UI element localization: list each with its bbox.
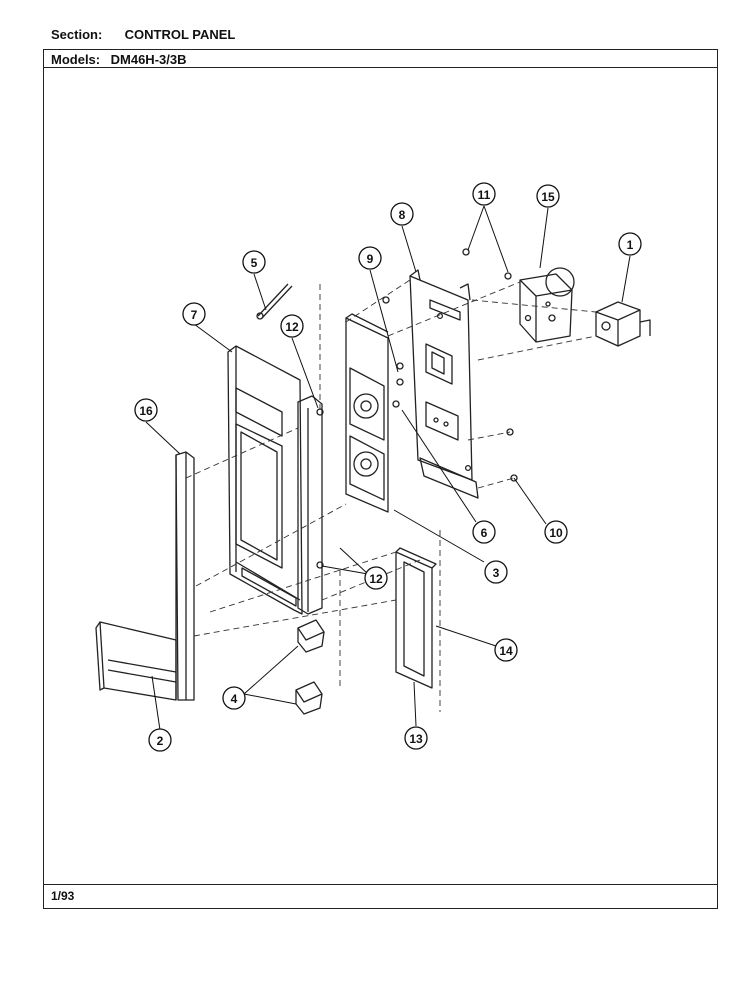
callout-5-label: 5 bbox=[251, 256, 258, 270]
callout-6-label: 6 bbox=[481, 526, 488, 540]
callout-12-lower: 12 bbox=[364, 566, 388, 590]
callout-6: 6 bbox=[472, 520, 496, 544]
callout-10-label: 10 bbox=[549, 526, 563, 540]
date-code: 1/93 bbox=[51, 889, 75, 903]
section-label: Section: bbox=[51, 27, 103, 42]
part-14-window bbox=[395, 547, 437, 689]
callout-1: 1 bbox=[618, 232, 642, 256]
callout-7: 7 bbox=[182, 302, 206, 326]
leader-lines bbox=[145, 205, 631, 731]
callout-9-label: 9 bbox=[367, 252, 374, 266]
callout-15: 15 bbox=[536, 184, 560, 208]
callout-11: 11 bbox=[472, 182, 496, 206]
callout-8: 8 bbox=[390, 202, 414, 226]
callout-10: 10 bbox=[544, 520, 568, 544]
part-3-keypad-panel bbox=[345, 313, 389, 513]
part-5-rod bbox=[256, 283, 293, 320]
callout-5: 5 bbox=[242, 250, 266, 274]
callout-12-upper-label: 12 bbox=[285, 320, 299, 334]
callout-14: 14 bbox=[494, 638, 518, 662]
callout-12-lower-label: 12 bbox=[369, 572, 383, 586]
callout-16-label: 16 bbox=[139, 404, 153, 418]
callout-16: 16 bbox=[134, 398, 158, 422]
callout-1-label: 1 bbox=[627, 238, 634, 252]
callout-4: 4 bbox=[222, 686, 246, 710]
part-12-side-strip bbox=[297, 395, 324, 615]
callout-2-label: 2 bbox=[157, 734, 164, 748]
part-16-side-trim bbox=[175, 451, 195, 701]
diagram-frame bbox=[43, 49, 718, 909]
callout-14-label: 14 bbox=[499, 644, 513, 658]
part-2-bottom-trim bbox=[95, 621, 177, 701]
part-4-knobs bbox=[295, 619, 325, 715]
part-15-transformer bbox=[519, 267, 575, 343]
part-1-connector bbox=[595, 301, 651, 347]
models-heading: Models: DM46H-3/3B bbox=[51, 52, 186, 67]
footer-divider bbox=[43, 884, 718, 885]
callout-7-label: 7 bbox=[191, 308, 198, 322]
callout-3: 3 bbox=[484, 560, 508, 584]
callout-2: 2 bbox=[148, 728, 172, 752]
models-label: Models: bbox=[51, 52, 101, 67]
callout-12-upper: 12 bbox=[280, 314, 304, 338]
callout-4-label: 4 bbox=[231, 692, 238, 706]
callout-13: 13 bbox=[404, 726, 428, 750]
callout-8-label: 8 bbox=[399, 208, 406, 222]
callout-9: 9 bbox=[358, 246, 382, 270]
screws bbox=[382, 248, 532, 482]
callout-15-label: 15 bbox=[541, 190, 555, 204]
part-8-bracket bbox=[409, 269, 479, 499]
callout-3-label: 3 bbox=[493, 566, 500, 580]
models-divider bbox=[43, 67, 718, 68]
part-7-panel-frame bbox=[227, 345, 303, 615]
callout-13-label: 13 bbox=[409, 732, 423, 746]
models-value: DM46H-3/3B bbox=[110, 52, 187, 67]
section-heading: Section: CONTROL PANEL bbox=[51, 27, 235, 42]
section-value: CONTROL PANEL bbox=[124, 27, 236, 42]
callout-11-label: 11 bbox=[478, 188, 491, 202]
